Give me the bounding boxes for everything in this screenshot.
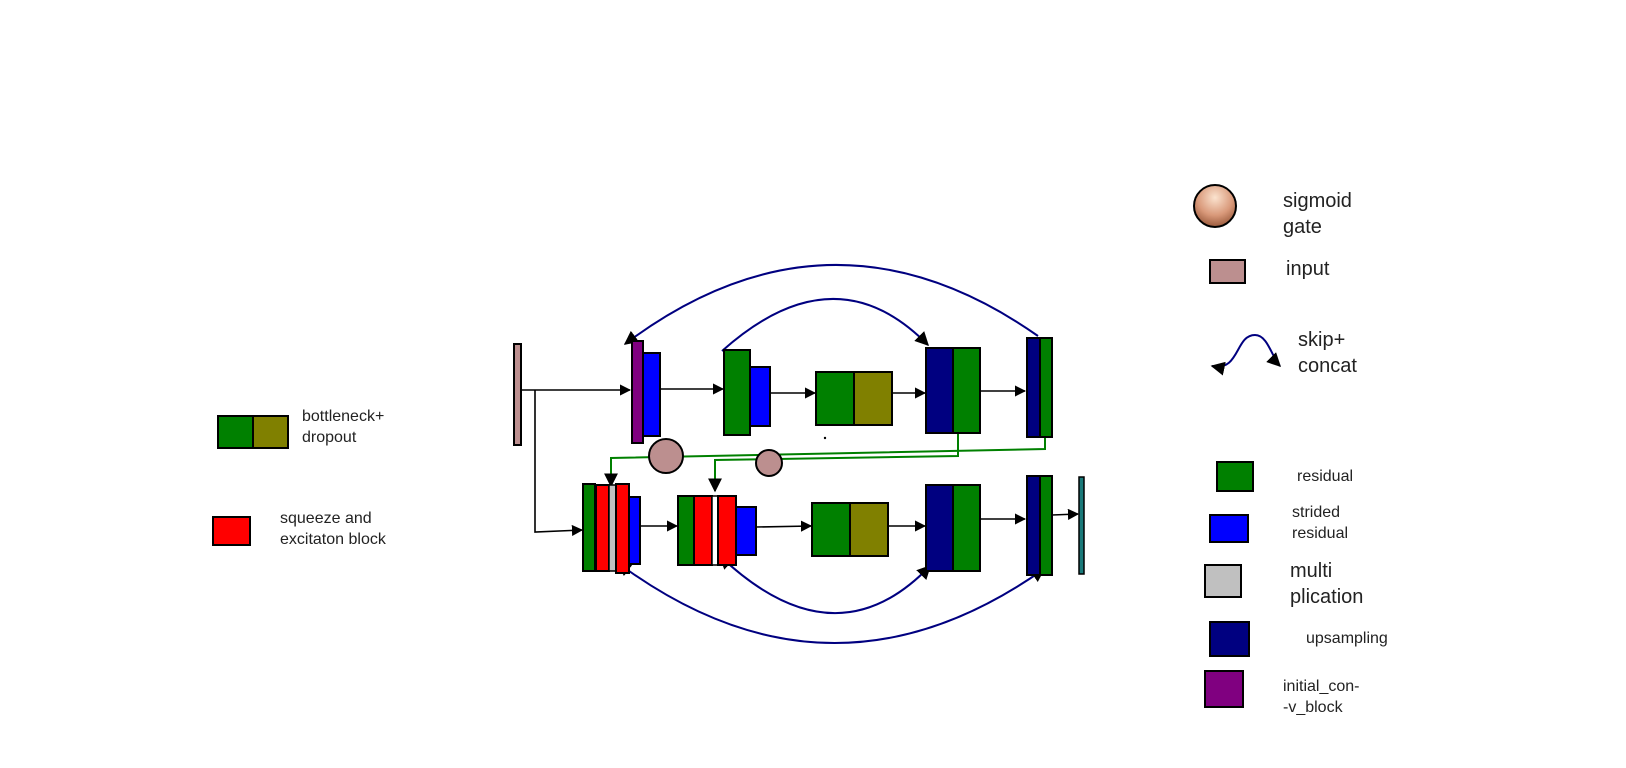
legend-label-line: residual [1292, 524, 1349, 542]
residual-block [677, 495, 695, 566]
multiplication-block [608, 484, 617, 572]
dropout-block [853, 371, 893, 426]
skip-curve-top-outer [623, 264, 1039, 345]
legend-label-initial-conv: initial_con- -v_block [1283, 677, 1359, 719]
gate-line-inner [708, 432, 959, 493]
legend-label-line: skip+ [1298, 329, 1346, 351]
bottleneck-block [811, 502, 851, 557]
squeeze-excitation-block [615, 483, 630, 574]
bottleneck-block [815, 371, 855, 426]
legend-label-squeeze-excitation: squeeze and excitaton block [280, 509, 386, 551]
upsampling-block [1026, 475, 1041, 576]
legend-label-strided-residual: strided residual [1292, 503, 1348, 545]
flow-arrow [755, 520, 813, 532]
legend-swatch-residual [1216, 461, 1254, 492]
legend-label-line: upsampling [1306, 630, 1388, 647]
legend-label-upsampling: upsampling [1306, 629, 1388, 650]
legend-label-line: concat [1298, 355, 1357, 377]
legend-label-line: plication [1290, 586, 1364, 608]
residual-block [952, 347, 981, 434]
legend-label-line: bottleneck+ [302, 408, 385, 425]
legend-label-residual: residual [1297, 467, 1353, 488]
input-block [513, 343, 522, 446]
legend-label-input: input [1286, 256, 1329, 282]
residual-block [1039, 475, 1053, 576]
strided-residual-block [642, 352, 661, 437]
upsampling-block [1026, 337, 1041, 438]
residual-block [952, 484, 981, 572]
legend-label-line: strided [1292, 504, 1341, 521]
output-block [1078, 476, 1085, 575]
legend-swatch-input [1209, 259, 1246, 284]
legend-label-multiplication: multi plication [1290, 558, 1363, 610]
upsampling-block [925, 484, 954, 572]
legend-label-line: input [1286, 258, 1330, 280]
legend-swatch-bottleneck [217, 415, 254, 449]
legend-swatch-multiplication [1204, 564, 1242, 598]
legend-label-skip-concat: skip+ concat [1298, 327, 1357, 379]
legend-swatch-strided-residual [1209, 514, 1249, 543]
residual-block [1039, 337, 1053, 438]
dropout-block [849, 502, 889, 557]
squeeze-excitation-block [595, 484, 610, 572]
sigmoid-gate-node [755, 449, 783, 477]
upsampling-block [925, 347, 954, 434]
flow-arrow [1051, 508, 1080, 520]
sigmoid-gate-node [648, 438, 684, 474]
legend-label-line: sigmoid [1283, 190, 1352, 212]
squeeze-excitation-block [693, 495, 713, 566]
squeeze-excitation-block [717, 495, 737, 566]
skip-curve-bottom-inner [718, 555, 931, 615]
residual-block [582, 483, 596, 572]
sigmoid-gate-icon [1193, 184, 1237, 228]
initial-conv-block [631, 340, 644, 444]
legend-label-sigmoid-gate: sigmoid gate [1283, 188, 1352, 240]
legend-label-line: residual [1297, 468, 1354, 485]
legend-swatch-upsampling [1209, 621, 1250, 657]
legend-label-line: gate [1283, 216, 1322, 238]
gate-line-outer [604, 436, 1046, 488]
residual-block [723, 349, 751, 436]
strided-residual-block [735, 506, 757, 556]
skip-curve-bottom-outer [616, 562, 1046, 644]
legend-label-line: multi [1290, 560, 1333, 582]
legend-swatch-dropout [252, 415, 289, 449]
legend-label-line: excitaton block [280, 530, 386, 548]
dot-mark [823, 436, 827, 440]
flow-arrow [534, 390, 584, 537]
legend-label-bottleneck-dropout: bottleneck+ dropout [302, 407, 384, 449]
legend-label-line: -v_block [1283, 698, 1343, 716]
legend-label-line: dropout [302, 428, 357, 446]
skip-curve-top-inner [721, 297, 929, 352]
legend-label-line: initial_con- [1283, 678, 1360, 695]
legend-label-line: squeeze and [280, 510, 372, 527]
strided-residual-block [749, 366, 771, 427]
skip-concat-icon [1210, 333, 1281, 376]
legend-swatch-initial-conv [1204, 670, 1244, 708]
strided-residual-block [628, 496, 641, 565]
legend-swatch-squeeze-excitation [212, 516, 251, 546]
